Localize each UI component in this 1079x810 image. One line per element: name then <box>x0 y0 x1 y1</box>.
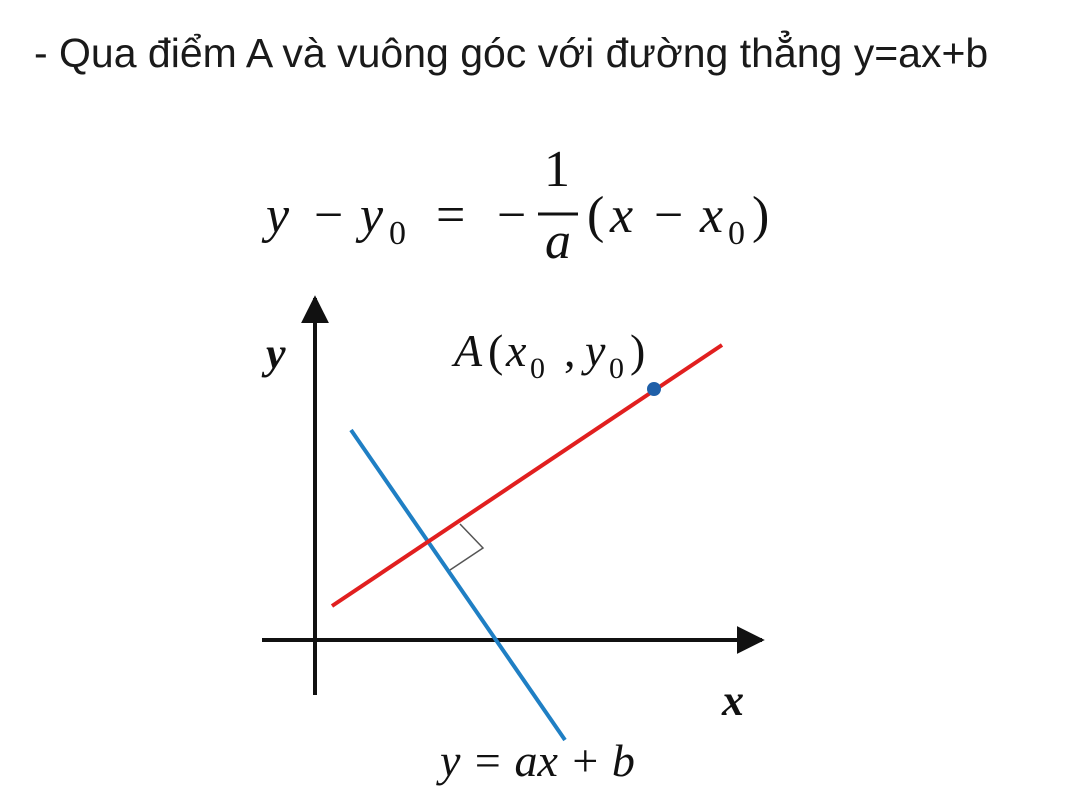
point-a-y-sub: 0 <box>609 352 624 385</box>
formula-y0-sub: 0 <box>389 215 406 252</box>
formula-x-var: x <box>609 187 633 244</box>
page-heading: - Qua điểm A và vuông góc với đường thẳn… <box>34 30 989 76</box>
given-line-y-ax-b <box>349 428 567 742</box>
formula-close-paren: ) <box>752 187 769 244</box>
point-a-comma: , <box>564 325 576 376</box>
formula-denominator: a <box>545 213 571 270</box>
formula-numerator: 1 <box>544 141 570 198</box>
formula-negative-sign: − <box>497 187 526 244</box>
point-a <box>647 382 661 396</box>
perpendicular-line-formula: y − y 0 = − 1 a ( x − x 0 ) <box>261 141 769 270</box>
formula-minus: − <box>314 187 343 244</box>
formula-lhs-y: y <box>261 187 290 244</box>
formula-open-paren: ( <box>587 187 604 244</box>
formula-x0-sub: 0 <box>728 215 745 252</box>
right-angle-mark <box>449 523 485 571</box>
formula-inner-minus: − <box>654 187 683 244</box>
point-a-open-paren: ( <box>488 325 503 376</box>
point-a-name: A <box>451 325 483 376</box>
formula-equals: = <box>436 187 465 244</box>
y-axis-label: y <box>261 329 286 378</box>
given-line-label: y = ax + b <box>436 735 635 786</box>
point-a-label: A ( x 0 , y 0 ) <box>451 325 645 385</box>
point-a-y-var: y <box>581 325 606 376</box>
perpendicular-line <box>330 343 724 608</box>
point-a-x-sub: 0 <box>530 352 545 385</box>
formula-y0-var: y <box>355 187 384 244</box>
formula-x0-var: x <box>699 187 723 244</box>
point-a-x-var: x <box>505 325 527 376</box>
x-axis-label: x <box>721 676 744 725</box>
point-a-close-paren: ) <box>630 325 645 376</box>
